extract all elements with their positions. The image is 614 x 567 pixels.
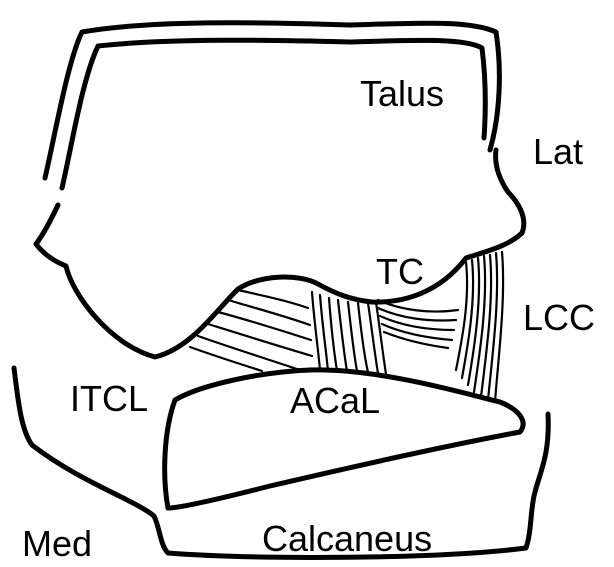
lateral-label: Lat	[533, 131, 583, 172]
acal-fiber	[338, 300, 347, 371]
itcl-fiber	[190, 347, 262, 371]
tc-label: TC	[376, 251, 424, 292]
acal-fiber	[348, 302, 357, 371]
tc-ligament-fibers	[378, 300, 458, 348]
itcl-fiber	[198, 336, 300, 370]
acal-fiber	[329, 298, 337, 371]
acal-fiber	[312, 292, 320, 370]
acal-label: ACaL	[290, 380, 380, 421]
itcl-ligament-fibers	[190, 290, 312, 371]
itcl-fiber	[208, 324, 312, 356]
talus-outline	[36, 150, 524, 357]
acal-fiber	[320, 295, 328, 371]
lcc-ligament-fibers	[456, 252, 503, 402]
itcl-fiber	[218, 312, 311, 340]
calcaneus-label: Calcaneus	[262, 518, 432, 559]
acal-fiber	[358, 303, 368, 372]
lcc-label: LCC	[523, 297, 595, 338]
talus-articular-inner-line	[62, 40, 485, 188]
talus-label: Talus	[360, 73, 444, 114]
itcl-label: ITCL	[70, 378, 148, 419]
medial-label: Med	[22, 523, 92, 564]
